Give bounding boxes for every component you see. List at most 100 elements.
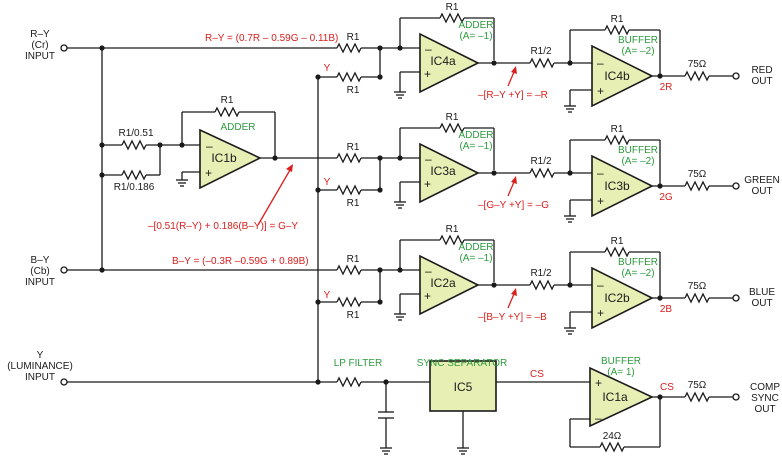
resistor-r1-half-label: R1/2 xyxy=(530,156,552,167)
opamp-ic3a-label: IC3a xyxy=(430,164,456,178)
buffer-label: BUFFER xyxy=(618,257,658,268)
resistor-r1-half-label: R1/2 xyxy=(530,46,552,57)
gy-annotation: –[0.51(R–Y) + 0.186(B–Y)] = G–Y xyxy=(148,164,298,232)
svg-text:R1: R1 xyxy=(221,95,234,106)
svg-text:SYNC: SYNC xyxy=(751,393,779,404)
svg-text:BUFFER: BUFFER xyxy=(601,356,641,367)
svg-text:–: – xyxy=(425,264,432,278)
adder-label: ADDER xyxy=(458,130,493,141)
svg-text:IC1a: IC1a xyxy=(602,390,628,404)
opamp-ic3b xyxy=(591,154,654,218)
output-blue-label: OUT xyxy=(751,298,772,309)
y-bus: Y Y Y xyxy=(67,63,337,385)
svg-text:INPUT: INPUT xyxy=(25,277,55,288)
svg-text:+: + xyxy=(424,67,431,81)
svg-text:COMP: COMP xyxy=(750,382,780,393)
resistor-r1-label: R1 xyxy=(347,32,360,43)
output-equation: –[R–Y +Y] = –R xyxy=(478,90,548,101)
feedback-r1-label: R1 xyxy=(446,112,459,123)
resistor-r1-label: R1 xyxy=(347,254,360,265)
svg-text:INPUT: INPUT xyxy=(25,372,55,383)
svg-text:INPUT: INPUT xyxy=(25,51,55,62)
buffer-label: BUFFER xyxy=(618,145,658,156)
buffer-gain-label: (A= –2) xyxy=(621,46,654,57)
buffer-label: BUFFER xyxy=(618,35,658,46)
svg-text:(A= 1): (A= 1) xyxy=(607,367,635,378)
output-equation: –[G–Y +Y] = –G xyxy=(478,200,549,211)
svg-text:Y: Y xyxy=(324,290,331,301)
svg-text:+: + xyxy=(597,306,604,320)
svg-text:R1/0.186: R1/0.186 xyxy=(114,182,155,193)
output-sync-label: COMP SYNC OUT xyxy=(750,382,780,415)
svg-text:ADDER: ADDER xyxy=(220,122,255,133)
svg-text:CS: CS xyxy=(660,382,674,393)
adder-label: ADDER xyxy=(458,242,493,253)
feedback-r1-label: R1 xyxy=(446,224,459,235)
svg-text:–: – xyxy=(597,56,604,70)
svg-text:75Ω: 75Ω xyxy=(688,380,707,391)
input-y-terminal xyxy=(60,378,68,386)
svg-text:–: – xyxy=(595,411,602,425)
svg-text:+: + xyxy=(424,177,431,191)
resistor-r1-half-label: R1/2 xyxy=(530,268,552,279)
svg-text:IC5: IC5 xyxy=(454,380,473,394)
svg-text:+: + xyxy=(595,376,602,390)
adder-label: ADDER xyxy=(458,20,493,31)
resistor-r1-label: R1 xyxy=(347,85,360,96)
opamp-ic4b xyxy=(591,44,654,108)
svg-text:LP FILTER: LP FILTER xyxy=(334,358,383,369)
output-blue-level: 2B xyxy=(660,304,673,315)
adder-gain-label: (A= –1) xyxy=(459,141,492,152)
output-green-level: 2G xyxy=(659,192,673,203)
opamp-ic4a xyxy=(419,32,480,94)
buffer-gain-label: (A= –2) xyxy=(621,268,654,279)
output-equation: –[B–Y +Y] = –B xyxy=(478,312,547,323)
output-red-label: OUT xyxy=(751,76,772,87)
opamp-ic1a: 24Ω – + IC1a BUFFER (A= 1) CS 75Ω xyxy=(569,356,740,453)
svg-text:(LUMINANCE): (LUMINANCE) xyxy=(7,361,73,372)
sync-separator-ic5: IC5 SYNC SEPARATOR CS xyxy=(417,358,590,455)
input-ry-label: R–Y (Cr) INPUT xyxy=(25,29,55,62)
eq-by: B–Y = (–0.3R –0.59G + 0.89B) xyxy=(172,256,309,267)
opamp-ic2a-label: IC2a xyxy=(430,276,456,290)
svg-text:–: – xyxy=(425,152,432,166)
svg-text:+: + xyxy=(205,166,212,180)
opamp-ic4b-label: IC4b xyxy=(604,69,630,83)
svg-text:+: + xyxy=(597,194,604,208)
output-green-label: OUT xyxy=(751,186,772,197)
resistor-75-label: 75Ω xyxy=(688,59,707,70)
svg-text:R–Y: R–Y xyxy=(30,29,50,40)
buffer-feedback-label: R1 xyxy=(611,124,624,135)
lp-filter: LP FILTER xyxy=(334,358,430,455)
output-green-label: GREEN xyxy=(744,175,780,186)
resistor-75-label: 75Ω xyxy=(688,281,707,292)
svg-text:(Cr): (Cr) xyxy=(31,40,48,51)
svg-text:+: + xyxy=(424,289,431,303)
output-blue-label: BLUE xyxy=(749,287,775,298)
svg-text:CS: CS xyxy=(530,369,544,380)
svg-text:Y: Y xyxy=(37,350,44,361)
buffer-feedback-label: R1 xyxy=(611,236,624,247)
opamp-ic4a-label: IC4a xyxy=(430,54,456,68)
svg-text:+: + xyxy=(597,84,604,98)
opamp-ic1b: – + IC1b ADDER xyxy=(175,122,316,190)
input-y-label: Y (LUMINANCE) INPUT xyxy=(7,350,73,383)
resistor-75-label: 75Ω xyxy=(688,169,707,180)
output-red-label: RED xyxy=(751,65,772,76)
svg-text:IC1b: IC1b xyxy=(211,151,237,165)
by-bus xyxy=(67,174,337,271)
buffer-feedback-label: R1 xyxy=(611,14,624,25)
resistor-r1-label: R1 xyxy=(347,310,360,321)
opamp-ic2a xyxy=(419,254,480,316)
resistor-r1-label: R1 xyxy=(347,198,360,209)
svg-text:Y: Y xyxy=(324,63,331,74)
output-red-level: 2R xyxy=(660,82,673,93)
svg-text:B–Y: B–Y xyxy=(31,255,50,266)
opamp-ic3a xyxy=(419,142,480,204)
svg-text:OUT: OUT xyxy=(754,404,775,415)
eq-ry: R–Y = (0.7R – 0.59G – 0.11B) xyxy=(205,33,338,44)
svg-text:(Cb): (Cb) xyxy=(30,266,49,277)
